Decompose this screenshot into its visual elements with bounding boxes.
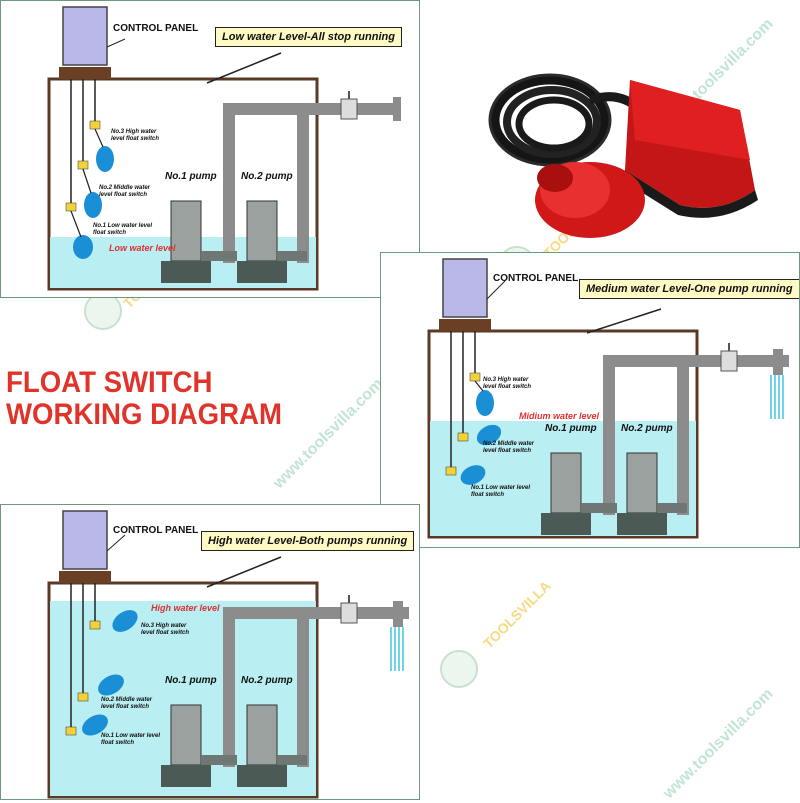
logo-icon (440, 650, 478, 688)
pump-2-label: No.2 pump (241, 675, 293, 686)
watermark: www.toolsvilla.com (660, 685, 777, 803)
float-switch-1-label: No.1 Low water level float switch (101, 733, 161, 746)
control-panel-label: CONTROL PANEL (493, 273, 579, 284)
float-switch-3-label: No.3 High water level float switch (483, 377, 532, 390)
diagram-medium-svg (427, 258, 789, 539)
watermark-brand: TOOLSVILLA (480, 577, 554, 652)
float-switch-3-label: No.3 High water level float switch (141, 623, 190, 636)
float-switch-2-label: No.2 Middle water level float switch (483, 441, 535, 454)
diagram-low-water: Low water Level-All stop running CONTROL… (0, 0, 420, 298)
watermark: www.toolsvilla.com (270, 375, 387, 493)
status-banner: Medium water Level-One pump running (579, 279, 799, 299)
diagram-high-svg (47, 510, 409, 799)
float-switch-2-label: No.2 Middle water level float switch (101, 697, 153, 710)
float-switch-3-label: No.3 High water level float switch (111, 129, 160, 142)
float-switch-1-label: No.1 Low water level float switch (93, 223, 153, 236)
diagram-medium-water: Medium water Level-One pump running CONT… (380, 252, 800, 548)
float-switch-product-icon (480, 40, 780, 250)
diagram-high-water: High water Level-Both pumps running CONT… (0, 504, 420, 800)
pump-2-label: No.2 pump (241, 171, 293, 182)
page-title: FLOAT SWITCH WORKING DIAGRAM (6, 367, 282, 431)
pump-2-label: No.2 pump (621, 423, 673, 434)
title-line-1: FLOAT SWITCH (6, 366, 213, 399)
pump-1-label: No.1 pump (165, 675, 217, 686)
water-level-label: High water level (151, 603, 220, 613)
float-switch-1-label: No.1 Low water level float switch (471, 485, 531, 498)
status-banner: High water Level-Both pumps running (201, 531, 415, 551)
title-line-2: WORKING DIAGRAM (6, 398, 282, 431)
pump-1-label: No.1 pump (545, 423, 597, 434)
pump-1-label: No.1 pump (165, 171, 217, 182)
water-level-label: Low water level (109, 243, 176, 253)
diagram-low-svg (47, 6, 401, 291)
status-banner: Low water Level-All stop running (215, 27, 402, 47)
water-level-label: Midium water level (519, 411, 600, 421)
control-panel-label: CONTROL PANEL (113, 23, 199, 34)
control-panel-label: CONTROL PANEL (113, 525, 199, 536)
float-switch-2-label: No.2 Middle water level float switch (99, 185, 151, 198)
